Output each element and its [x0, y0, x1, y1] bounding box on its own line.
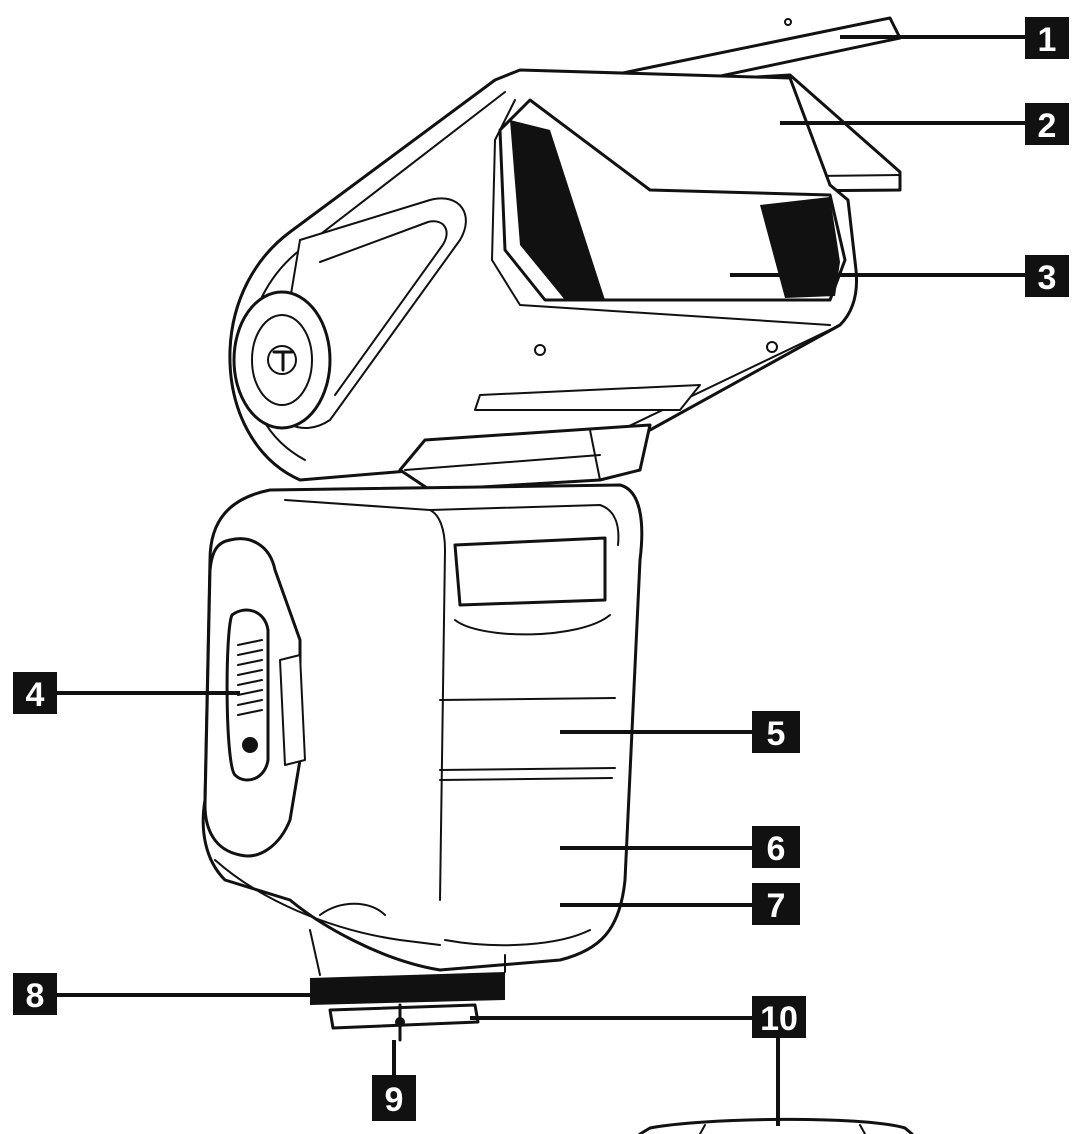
front-panel-lower [444, 929, 591, 947]
head-bottom-slot [474, 384, 701, 411]
battery-door-latch [225, 608, 270, 782]
mounting-foot [328, 1003, 480, 1030]
lock-ring [310, 972, 505, 1005]
svg-text:6: 6 [767, 830, 786, 868]
callout-6: 6 [752, 826, 800, 868]
flash-head [228, 16, 902, 492]
svg-text:2: 2 [1038, 107, 1057, 145]
side-port [279, 654, 306, 766]
hot-shoe-foot [309, 929, 506, 1042]
callout-10: 10 [752, 996, 806, 1038]
svg-text:1: 1 [1038, 21, 1057, 59]
window-shadow-right [760, 197, 840, 298]
leader-lines [57, 35, 1025, 1126]
callout-2: 2 [1025, 103, 1069, 145]
callout-9: 9 [372, 1075, 416, 1121]
flash-body [201, 483, 644, 972]
front-panel-upper [439, 697, 616, 701]
window-shadow-left [510, 120, 605, 300]
svg-text:5: 5 [767, 715, 786, 753]
svg-text:9: 9 [385, 1081, 404, 1119]
callout-8: 8 [13, 973, 57, 1015]
svg-text:3: 3 [1038, 259, 1057, 297]
callout-3: 3 [1025, 255, 1069, 297]
svg-text:10: 10 [760, 1000, 798, 1038]
front-panel-middle [439, 767, 616, 771]
body-shell [201, 483, 644, 972]
callout-5: 5 [752, 711, 800, 753]
body-led-window [453, 536, 607, 607]
svg-text:8: 8 [26, 977, 45, 1015]
svg-text:4: 4 [26, 676, 45, 714]
callout-7: 7 [752, 883, 800, 925]
callout-4: 4 [13, 672, 57, 714]
svg-text:7: 7 [767, 887, 786, 925]
callout-1: 1 [1025, 17, 1069, 59]
